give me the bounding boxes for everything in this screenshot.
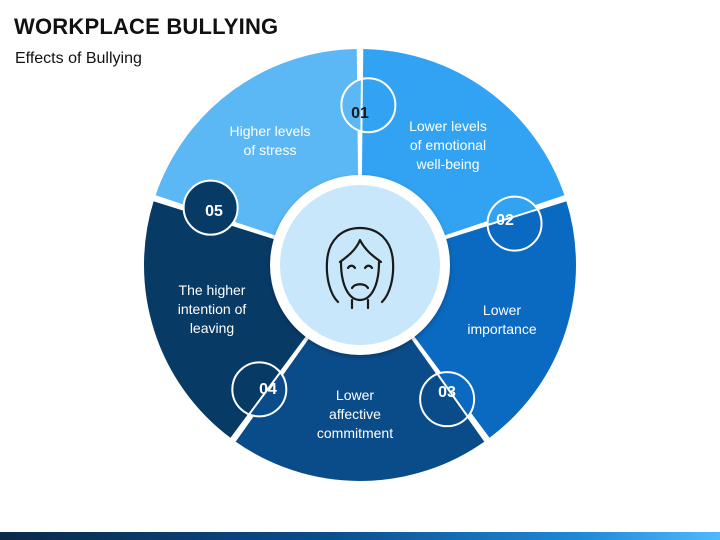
center-hub (270, 175, 450, 355)
segment-knob-rim-05 (182, 179, 239, 236)
segment-knob-rim-04 (231, 361, 288, 418)
page-subtitle: Effects of Bullying (15, 50, 142, 67)
segment-knob-rim-02 (486, 195, 543, 252)
sad-woman-face-icon (325, 226, 395, 310)
hub-inner-circle (280, 185, 440, 345)
segment-knob-05 (183, 180, 238, 235)
segment-number-03: 03 (438, 384, 456, 401)
bottom-accent-bar (0, 532, 720, 540)
segments-layer (142, 47, 578, 483)
page-title: WORKPLACE BULLYING (14, 14, 279, 39)
segment-number-02: 02 (496, 212, 514, 229)
segment-number-05: 05 (205, 203, 223, 220)
segment-number-04: 04 (259, 381, 277, 398)
numbers-layer: 01 02 03 04 05 (205, 105, 514, 401)
segment-knob-rim-03 (419, 371, 476, 428)
segment-knob-rim-01 (340, 77, 397, 134)
segment-number-01: 01 (351, 105, 369, 122)
